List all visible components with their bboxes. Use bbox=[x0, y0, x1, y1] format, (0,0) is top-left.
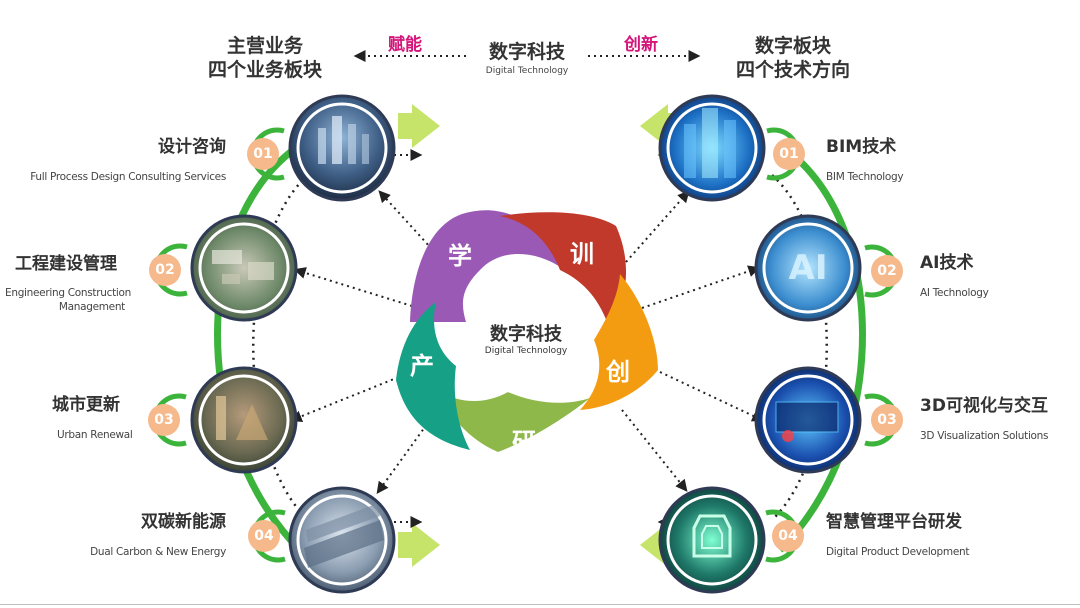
photo-bim bbox=[658, 94, 766, 202]
left-header-line1: 主营业务 bbox=[226, 35, 303, 57]
petal-label-xun: 训 bbox=[570, 240, 594, 268]
tech-subtitle-1: BIM Technology bbox=[826, 171, 904, 183]
tech-title-1: BIM技术 bbox=[826, 137, 897, 157]
ai-photo-glyph: AI bbox=[788, 248, 828, 288]
photo-platform bbox=[658, 486, 766, 594]
business-subtitle-4: Dual Carbon & New Energy bbox=[90, 546, 226, 558]
left-green-arc bbox=[214, 142, 303, 553]
left-header-line2: 四个业务板块 bbox=[207, 59, 322, 81]
right-dotted-arc bbox=[771, 174, 828, 521]
tech-subtitle-3: 3D Visualization Solutions bbox=[920, 430, 1049, 442]
photo-energy bbox=[288, 486, 396, 594]
petal-label-xue: 学 bbox=[448, 242, 472, 270]
left-dotted-arc bbox=[252, 174, 309, 521]
tech-title-4: 智慧管理平台研发 bbox=[826, 512, 962, 532]
tech-subtitle-2: AI Technology bbox=[920, 287, 989, 299]
right-header-line2: 四个技术方向 bbox=[735, 59, 850, 81]
petal-chan bbox=[396, 302, 470, 450]
photo-urban bbox=[190, 366, 298, 474]
green-arrow-top-left bbox=[398, 104, 440, 148]
business-subtitle-2b: Management bbox=[58, 301, 125, 313]
business-subtitle-1: Full Process Design Consulting Services bbox=[30, 171, 226, 183]
ray-5 bbox=[625, 190, 690, 263]
business-badge-3: 03 bbox=[148, 404, 180, 436]
ray-3 bbox=[289, 374, 405, 422]
center-header-subtitle: Digital Technology bbox=[485, 66, 569, 76]
petal-label-chan: 产 bbox=[410, 352, 434, 380]
petal-chuang bbox=[580, 274, 658, 410]
business-subtitle-3: Urban Renewal bbox=[57, 429, 133, 441]
business-title-4: 双碳新能源 bbox=[141, 512, 226, 532]
photo-ai bbox=[754, 214, 862, 322]
photo-3d bbox=[754, 366, 862, 474]
tech-badge-2: 02 bbox=[871, 255, 903, 287]
business-badge-4: 04 bbox=[248, 520, 280, 552]
tech-badge-1: 01 bbox=[773, 138, 805, 170]
petal-xue bbox=[410, 210, 562, 322]
petal-label-yan: 研 bbox=[512, 428, 536, 456]
business-title-2: 工程建设管理 bbox=[15, 254, 117, 274]
tech-title-2: AI技术 bbox=[920, 253, 974, 273]
business-title-3: 城市更新 bbox=[52, 395, 120, 415]
center-header-title: 数字科技 bbox=[488, 41, 565, 63]
ray-2 bbox=[293, 267, 413, 307]
left-keyword: 赋能 bbox=[388, 35, 422, 55]
right-keyword: 创新 bbox=[624, 35, 658, 55]
tech-title-3: 3D可视化与交互 bbox=[920, 396, 1048, 416]
green-arrow-bottom-left bbox=[398, 523, 440, 567]
right-green-arc bbox=[777, 142, 866, 553]
bottom-divider bbox=[0, 604, 1080, 605]
business-title-1: 设计咨询 bbox=[158, 137, 226, 157]
center-subtitle: Digital Technology bbox=[484, 346, 568, 356]
ray-6 bbox=[641, 265, 761, 309]
petal-label-chuang: 创 bbox=[606, 358, 630, 386]
tech-badge-3: 03 bbox=[871, 404, 903, 436]
business-badge-2: 02 bbox=[149, 254, 181, 286]
center-disc bbox=[468, 279, 584, 395]
right-header-line1: 数字板块 bbox=[754, 35, 831, 57]
ray-8 bbox=[621, 409, 688, 492]
ray-4 bbox=[376, 419, 431, 494]
photo-design bbox=[288, 94, 396, 202]
business-badge-1: 01 bbox=[247, 138, 279, 170]
center-pinwheel bbox=[396, 210, 658, 452]
petal-xun bbox=[500, 212, 627, 330]
ray-7 bbox=[659, 371, 765, 422]
tech-subtitle-4: Digital Product Development bbox=[826, 546, 970, 558]
tech-badge-4: 04 bbox=[772, 520, 804, 552]
center-title: 数字科技 bbox=[490, 324, 562, 345]
business-subtitle-2a: Engineering Construction bbox=[5, 287, 131, 299]
petal-yan bbox=[440, 392, 590, 452]
photo-construction bbox=[190, 214, 298, 322]
